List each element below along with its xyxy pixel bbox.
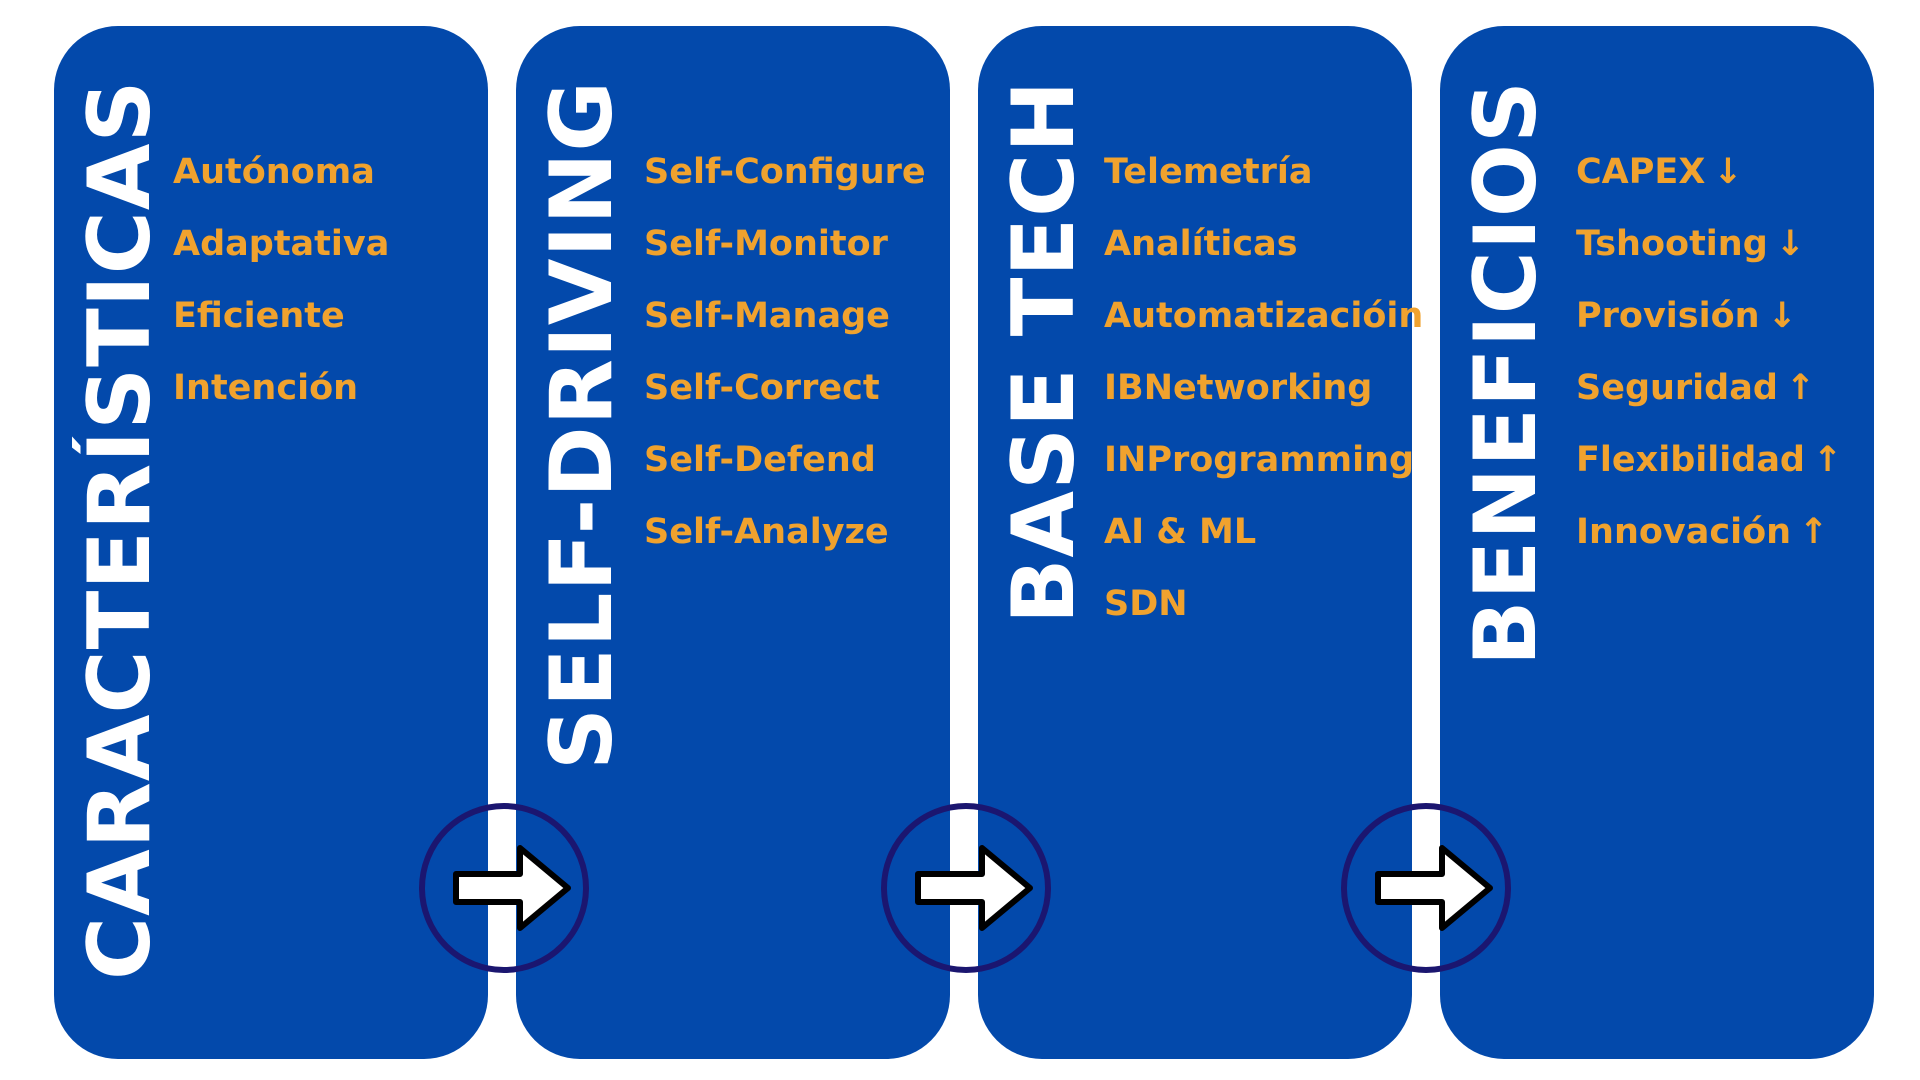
list-item: Intención [173, 352, 389, 424]
right-arrow-icon [915, 845, 1033, 931]
list-item: IBNetworking [1104, 352, 1423, 424]
list-item: Self-Correct [644, 352, 926, 424]
item-label: Eficiente [173, 296, 345, 336]
arrow-up-icon: ↑ [1813, 440, 1843, 480]
panel-caracteristicas: CARACTERÍSTICAS Autónoma Adaptativa Efic… [54, 26, 488, 1059]
connector-2 [881, 803, 1051, 973]
arrow-down-icon: ↓ [1775, 224, 1806, 264]
item-label: AI & ML [1104, 512, 1257, 552]
list-item: Adaptativa [173, 208, 389, 280]
right-arrow-icon [453, 845, 571, 931]
list-item: Innovación↑ [1576, 496, 1842, 568]
list-item: Analíticas [1104, 208, 1423, 280]
item-label: Tshooting [1576, 224, 1768, 264]
item-label: Adaptativa [173, 224, 390, 264]
arrow-down-icon: ↓ [1713, 152, 1743, 192]
item-label: SDN [1104, 584, 1188, 624]
list-item: Seguridad↑ [1576, 352, 1842, 424]
item-label: Flexibilidad [1576, 440, 1805, 480]
panel-title: CARACTERÍSTICAS [72, 80, 168, 1040]
item-label: Self-Monitor [644, 224, 888, 264]
list-item: AI & ML [1104, 496, 1423, 568]
list-item: Automatizacióin [1104, 280, 1423, 352]
item-label: Self-Defend [644, 440, 876, 480]
connector-1 [419, 803, 589, 973]
item-label: Autónoma [173, 152, 375, 192]
list-item: Eficiente [173, 280, 389, 352]
item-label: CAPEX [1576, 152, 1706, 192]
item-label: Seguridad [1576, 368, 1778, 408]
list-item: Autónoma [173, 136, 389, 208]
arrow-up-icon: ↑ [1799, 512, 1829, 552]
arrow-up-icon: ↑ [1785, 368, 1816, 408]
connector-3 [1341, 803, 1511, 973]
list-item: INProgramming [1104, 424, 1423, 496]
panel-title-text: SELF-DRIVING [534, 80, 630, 770]
item-label: Provisión [1576, 296, 1760, 336]
list-item: Flexibilidad↑ [1576, 424, 1842, 496]
item-label: Self-Manage [644, 296, 890, 336]
panel-beneficios: BENEFICIOS CAPEX↓ Tshooting↓ Provisión↓ … [1440, 26, 1874, 1059]
arrow-down-icon: ↓ [1767, 296, 1797, 336]
item-label: INProgramming [1104, 440, 1415, 480]
list-item: Telemetría [1104, 136, 1423, 208]
item-label: Innovación [1576, 512, 1792, 552]
list-item: SDN [1104, 568, 1423, 640]
item-list: Autónoma Adaptativa Eficiente Intención [173, 136, 389, 424]
list-item: CAPEX↓ [1576, 136, 1842, 208]
right-arrow-icon [1375, 845, 1493, 931]
item-label: Analíticas [1104, 224, 1298, 264]
list-item: Self-Monitor [644, 208, 926, 280]
item-label: Self-Analyze [644, 512, 889, 552]
list-item: Provisión↓ [1576, 280, 1842, 352]
item-list: Telemetría Analíticas Automatizacióin IB… [1104, 136, 1423, 640]
item-label: Telemetría [1104, 152, 1313, 192]
item-label: Automatizacióin [1104, 296, 1424, 336]
panel-title-text: BENEFICIOS [1458, 80, 1554, 666]
list-item: Tshooting↓ [1576, 208, 1842, 280]
panel-title-text: BASE TECH [996, 80, 1092, 624]
item-list: Self-Configure Self-Monitor Self-Manage … [644, 136, 926, 568]
list-item: Self-Defend [644, 424, 926, 496]
panel-title-text: CARACTERÍSTICAS [72, 80, 168, 980]
list-item: Self-Configure [644, 136, 926, 208]
item-label: Self-Correct [644, 368, 880, 408]
item-label: Intención [173, 368, 359, 408]
item-label: Self-Configure [644, 152, 926, 192]
item-list: CAPEX↓ Tshooting↓ Provisión↓ Seguridad↑ … [1576, 136, 1842, 568]
item-label: IBNetworking [1104, 368, 1373, 408]
list-item: Self-Analyze [644, 496, 926, 568]
list-item: Self-Manage [644, 280, 926, 352]
